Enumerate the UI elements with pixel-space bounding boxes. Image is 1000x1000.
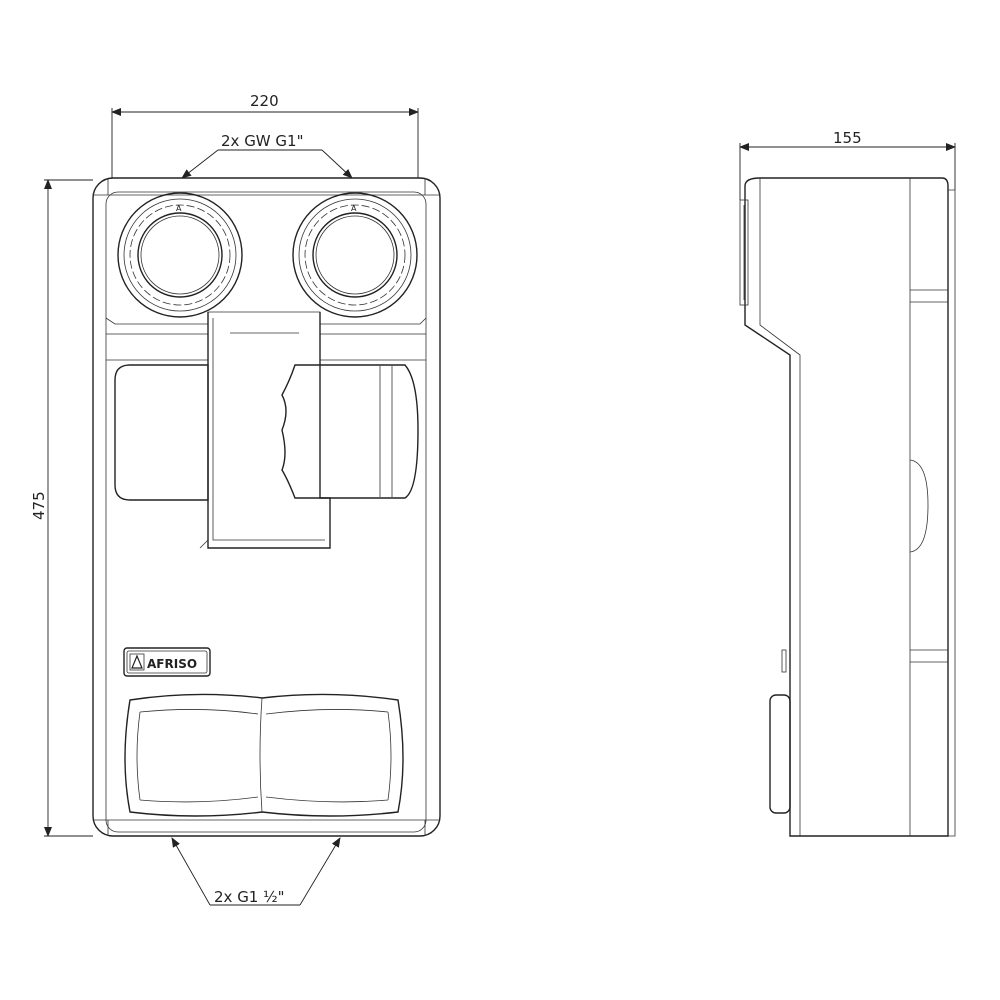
channel-inner-edge [199, 318, 325, 549]
center-channel [207, 312, 331, 549]
dimension-height: 475 [30, 179, 93, 837]
afriso-logo: AFRISO [123, 647, 211, 677]
edge-lines [93, 178, 440, 836]
side-view [739, 177, 956, 837]
valve-knob-left[interactable]: A [117, 192, 243, 318]
pump [281, 364, 419, 499]
back-plate [948, 189, 956, 837]
left-pocket [114, 364, 209, 501]
bottom-connections-label: 2x G1 ½" [214, 888, 285, 906]
upper-shelf [105, 311, 427, 325]
port-profile [769, 694, 791, 814]
knob-label: A [351, 204, 357, 213]
bottom-ports [124, 693, 404, 817]
pump-detail-lines [379, 366, 393, 497]
top-connection-callout: 2x GW G1" [181, 132, 353, 179]
width-label: 220 [250, 92, 279, 110]
shelf-lines [106, 333, 426, 361]
side-outline [744, 177, 949, 837]
front-outline [92, 177, 441, 837]
side-bulge [909, 459, 929, 553]
height-label: 475 [30, 491, 48, 520]
bottom-connection-callout: 2x G1 ½" [171, 837, 341, 906]
side-slot [781, 649, 787, 673]
front-view: A A AFRISO [92, 177, 441, 837]
valve-knob-right[interactable]: A [292, 192, 418, 318]
inner-frame [105, 191, 427, 833]
dimension-width: 220 [111, 92, 419, 178]
dimension-depth: 155 [739, 129, 956, 200]
logo-text: AFRISO [147, 657, 197, 671]
mounting-lines [910, 289, 948, 663]
knob-profile [739, 199, 749, 306]
depth-label: 155 [833, 129, 862, 147]
side-inner-edge [759, 178, 801, 836]
knob-label: A [176, 204, 182, 213]
top-connections-label: 2x GW G1" [221, 132, 303, 150]
